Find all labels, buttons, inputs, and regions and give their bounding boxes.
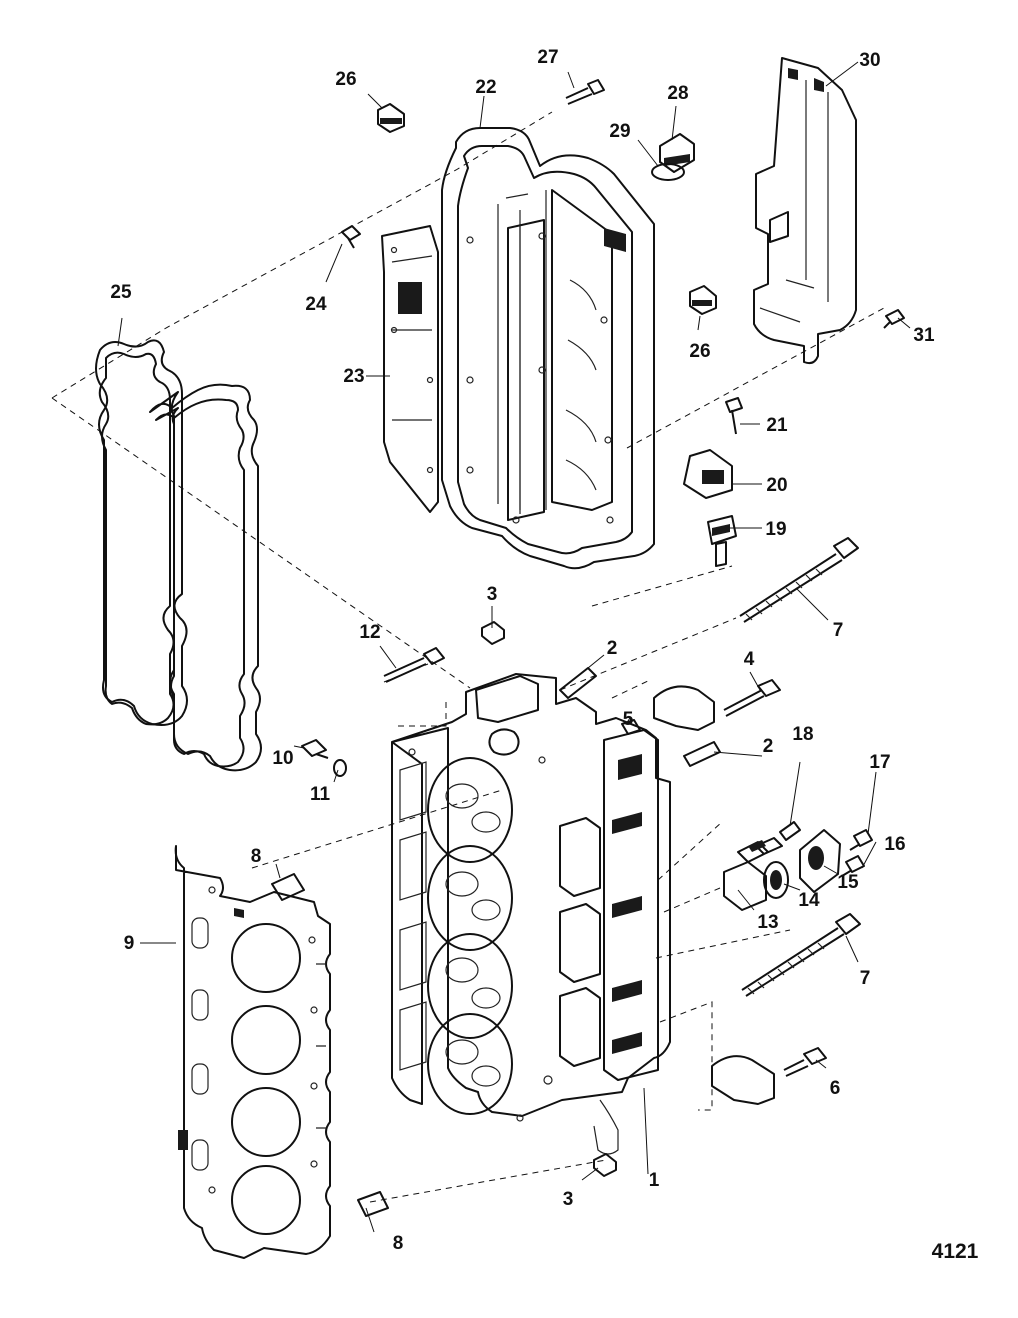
assembly-lines (51, 111, 885, 1203)
callout-8: 8 (251, 846, 262, 867)
callout-14: 14 (798, 890, 820, 911)
small-hardware (271, 79, 905, 1217)
part-30-bracket (753, 57, 857, 365)
callout-25: 25 (110, 282, 132, 303)
callout-2: 2 (607, 638, 618, 659)
part-22-valve-cover (441, 127, 655, 570)
callout-7: 7 (833, 620, 844, 641)
part-25-cover-gasket (95, 339, 262, 772)
callout-labels: 1 2 2 3 3 4 5 6 7 7 8 8 9 10 11 12 13 14… (110, 47, 935, 1254)
callout-26: 26 (689, 341, 710, 362)
callout-9: 9 (124, 933, 135, 954)
callout-20: 20 (766, 475, 787, 496)
callout-19: 19 (765, 519, 786, 540)
callout-16: 16 (884, 834, 905, 855)
callout-15: 15 (837, 872, 859, 893)
part-7-long-bolts (739, 537, 861, 997)
callout-6: 6 (830, 1078, 841, 1099)
callout-2: 2 (763, 736, 774, 757)
callout-27: 27 (537, 47, 558, 68)
callout-22: 22 (475, 77, 496, 98)
callout-23: 23 (343, 366, 364, 387)
callout-18: 18 (792, 724, 813, 745)
callout-12: 12 (359, 622, 380, 643)
callout-29: 29 (609, 121, 630, 142)
callout-28: 28 (667, 83, 688, 104)
callout-26: 26 (335, 69, 356, 90)
part-1-cylinder-head (391, 673, 671, 1155)
figure-number: 4121 (932, 1240, 979, 1263)
callout-5: 5 (623, 709, 634, 730)
callout-13: 13 (757, 912, 778, 933)
part-9-head-gasket (174, 845, 331, 1259)
callout-31: 31 (913, 325, 935, 346)
leader-lines (117, 61, 911, 1233)
callout-3: 3 (563, 1189, 574, 1210)
callout-30: 30 (859, 50, 880, 71)
callout-8: 8 (393, 1233, 404, 1254)
callout-7: 7 (860, 968, 871, 989)
callout-24: 24 (305, 294, 327, 315)
callout-21: 21 (766, 415, 788, 436)
callout-1: 1 (649, 1170, 660, 1191)
callout-11: 11 (310, 784, 331, 805)
callout-4: 4 (744, 649, 755, 670)
part-23-cover-plate (381, 225, 439, 513)
callout-3: 3 (487, 584, 498, 605)
callout-10: 10 (272, 748, 293, 769)
callout-17: 17 (869, 752, 890, 773)
